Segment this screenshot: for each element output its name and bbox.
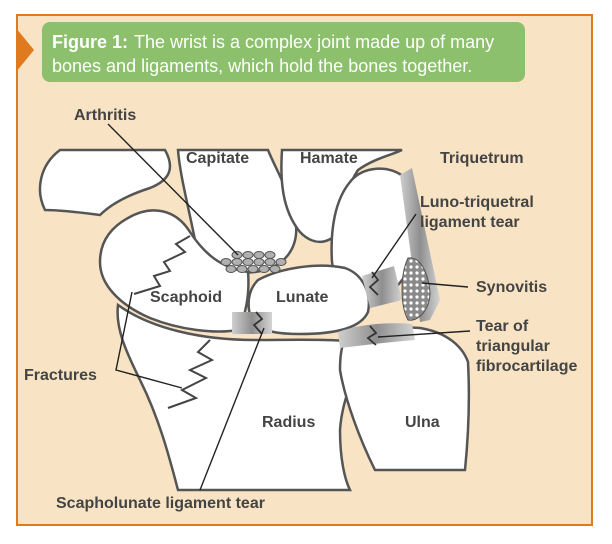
radius-fracture-line	[167, 339, 215, 409]
scapholunate-ligament	[232, 312, 272, 334]
synovitis-region	[401, 257, 431, 321]
tfcc-leader	[377, 330, 471, 338]
scaphoid-fracture-line	[133, 235, 191, 295]
label-luno-triquetral-1: Luno-triquetral	[420, 194, 534, 211]
label-scaphoid: Scaphoid	[150, 289, 222, 306]
label-fibrocartilage: fibrocartilage	[476, 358, 577, 375]
caption-text: Figure 1:The wrist is a complex joint ma…	[52, 30, 522, 78]
lunotriquetral-tear-line	[368, 271, 380, 296]
luno-triquetral-leader	[371, 213, 417, 279]
label-synovitis: Synovitis	[476, 279, 547, 296]
caption-arrow-marker	[16, 28, 34, 72]
label-radius: Radius	[262, 414, 315, 431]
caption-body: The wrist is a complex joint made up of …	[52, 32, 495, 76]
label-luno-triquetral-2: ligament tear	[420, 214, 520, 231]
arthritis-dots	[220, 251, 287, 273]
label-fractures: Fractures	[24, 367, 97, 384]
label-triangular: triangular	[476, 338, 550, 355]
leader-lines	[107, 123, 471, 491]
radius-bone	[116, 302, 372, 492]
fractures-leader	[115, 291, 183, 389]
label-lunate: Lunate	[276, 289, 329, 306]
scapholunate-tear-line	[252, 311, 264, 335]
label-triquetrum: Triquetrum	[440, 150, 524, 167]
label-arthritis: Arthritis	[74, 107, 136, 124]
label-tear-of: Tear of	[476, 318, 529, 335]
ulna-bone	[338, 326, 471, 472]
upper-left-bone	[38, 148, 172, 217]
triangular-fibrocartilage	[338, 323, 415, 348]
tfcc-tear-line	[366, 325, 378, 346]
label-scapholunate-tear: Scapholunate ligament tear	[56, 495, 265, 512]
arthritis-leader	[107, 123, 239, 256]
label-ulna: Ulna	[405, 414, 440, 431]
synovitis-leader	[421, 282, 469, 288]
label-hamate: Hamate	[300, 150, 358, 167]
scapholunate-leader	[199, 327, 265, 491]
lunotriquetral-ligament	[362, 266, 402, 308]
label-capitate: Capitate	[186, 150, 249, 167]
figure-caption: Figure 1:The wrist is a complex joint ma…	[42, 22, 525, 82]
caption-lead: Figure 1:	[52, 32, 129, 52]
